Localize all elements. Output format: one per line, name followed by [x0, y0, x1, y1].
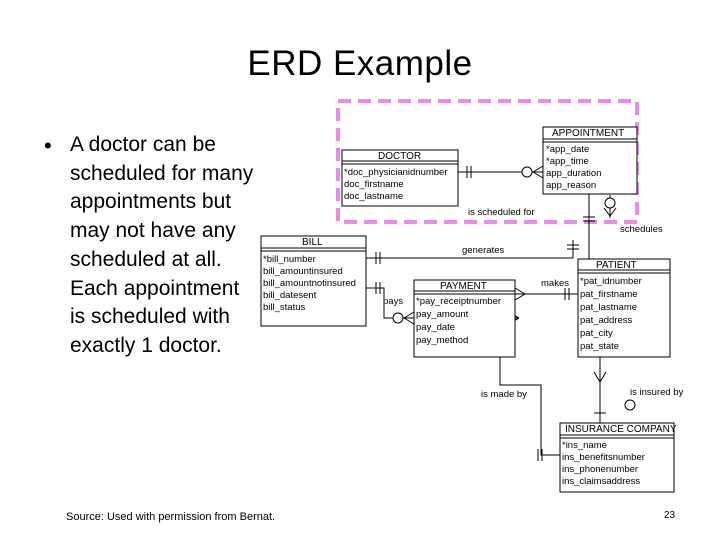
- entity-attribute: pat_firstname: [580, 289, 638, 300]
- optional-circle: [521, 166, 533, 178]
- rel-label-is-made-by: is made by: [481, 389, 527, 400]
- entity-attribute: *doc_physicianidnumber: [344, 167, 448, 178]
- rel-label-generates: generates: [462, 245, 505, 256]
- entity-appointment: APPOINTMENT *app_date *app_time app_dura…: [542, 126, 638, 195]
- entity-attribute: ins_phonenumber: [562, 464, 638, 475]
- rel-label-is-insured-by: is insured by: [630, 387, 684, 398]
- source-caption: Source: Used with permission from Bernat…: [66, 511, 276, 523]
- entity-attribute: doc_firstname: [344, 179, 404, 190]
- rel-label-pays: pays: [383, 296, 403, 307]
- line-bill-patient: [366, 240, 574, 259]
- entity-attribute: pat_address: [580, 315, 633, 326]
- entity-doctor: DOCTOR *doc_physicianidnumber doc_firstn…: [341, 149, 459, 207]
- entity-attribute: *bill_number: [263, 254, 316, 265]
- bullet-text: A doctor can be scheduled for many appoi…: [70, 133, 254, 357]
- slide-title: ERD Example: [247, 44, 473, 83]
- entity-attribute: pat_state: [580, 341, 619, 352]
- entity-attribute: *ins_name: [562, 440, 607, 451]
- entity-attribute: pay_method: [416, 335, 468, 346]
- entity-attribute: pay_date: [416, 322, 455, 333]
- entity-title: INSURANCE COMPANY: [565, 424, 677, 435]
- entity-patient: PATIENT *pat_idnumber pat_firstname pat_…: [577, 258, 671, 358]
- entity-attribute: *pat_idnumber: [580, 276, 642, 287]
- rel-label-schedules: schedules: [620, 224, 663, 235]
- entity-title: DOCTOR: [378, 151, 421, 162]
- entity-attribute: bill_amountnotinsured: [263, 278, 356, 289]
- optional-circle: [392, 312, 404, 324]
- entity-attribute: bill_datesent: [263, 290, 317, 301]
- entity-attribute: ins_claimsaddress: [562, 476, 640, 487]
- entity-attribute: doc_lastname: [344, 191, 403, 202]
- optional-circle: [624, 399, 636, 411]
- entity-title: PAYMENT: [440, 281, 487, 292]
- entity-attribute: pat_city: [580, 328, 613, 339]
- rel-label-makes: makes: [541, 278, 569, 289]
- entity-attribute: *pay_receiptnumber: [416, 296, 501, 307]
- entity-attribute: *app_time: [546, 156, 589, 167]
- entity-attribute: app_reason: [546, 180, 596, 191]
- entity-insurance-company: INSURANCE COMPANY *ins_name ins_benefits…: [559, 422, 677, 493]
- rel-label-is-scheduled-for: is scheduled for: [468, 207, 535, 218]
- entity-title: PATIENT: [596, 260, 637, 271]
- entity-title: BILL: [302, 237, 323, 248]
- highlight-box: [336, 99, 639, 224]
- entity-title: APPOINTMENT: [552, 128, 624, 139]
- entity-attribute: app_duration: [546, 168, 601, 179]
- entity-attribute: pay_amount: [416, 309, 469, 320]
- bullet-dot-icon: •: [44, 133, 52, 158]
- entity-attribute: pat_lastname: [580, 302, 637, 313]
- page-number: 23: [664, 510, 676, 521]
- entity-attribute: bill_amountinsured: [263, 266, 343, 277]
- optional-circle: [604, 197, 616, 209]
- entity-bill: BILL *bill_number bill_amountinsured bil…: [260, 235, 367, 327]
- entity-attribute: *app_date: [546, 144, 589, 155]
- entity-attribute: ins_benefitsnumber: [562, 452, 645, 463]
- entity-attribute: bill_status: [263, 302, 305, 313]
- entity-payment: PAYMENT *pay_receiptnumber pay_amount pa…: [413, 279, 516, 358]
